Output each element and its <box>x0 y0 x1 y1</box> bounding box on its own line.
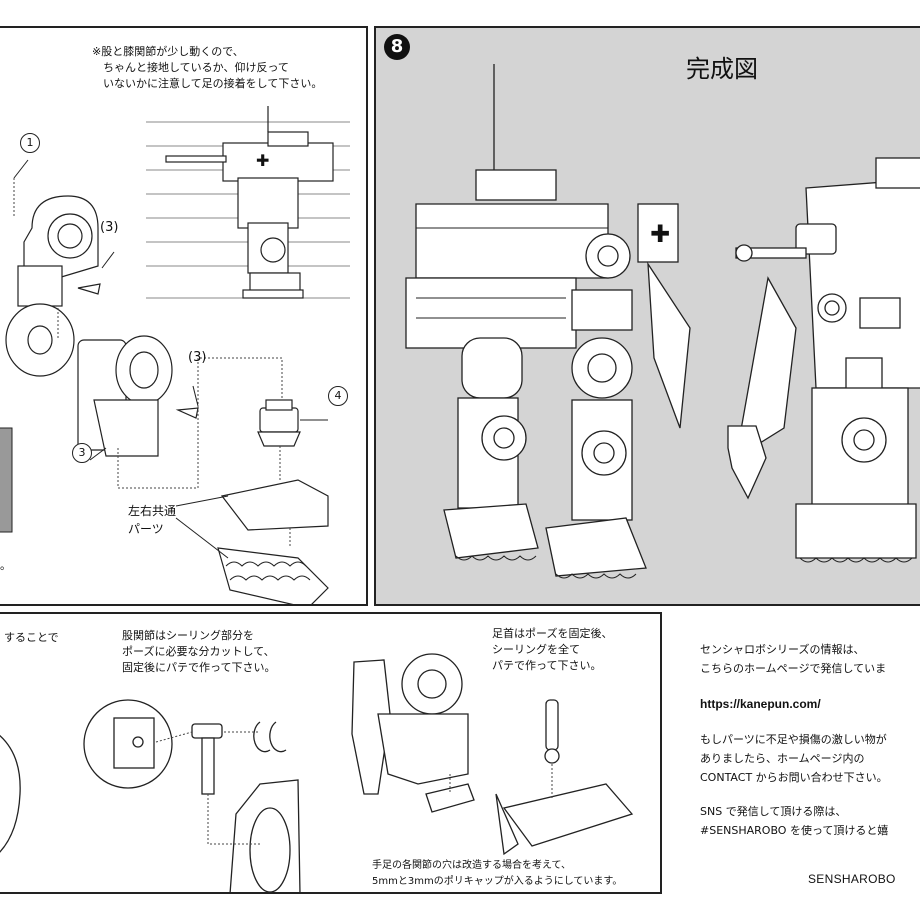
callout-part-3-pin-b: (3) <box>188 350 207 365</box>
bottom-left-fragment-text: することで <box>4 631 59 644</box>
svg-text:✚: ✚ <box>650 220 670 248</box>
series-info-text: センシャロボシリーズの情報は、 こちらのホームページで発信していま <box>700 643 887 675</box>
callout-part-3-pin-a: (3) <box>100 220 119 235</box>
callout-part-3: 3 <box>72 443 92 463</box>
joint-assembly-illustration <box>0 653 634 892</box>
leg-assembly-illustration: ✚ <box>0 106 350 604</box>
callout-part-4: 4 <box>328 386 348 406</box>
callout-part-1: 1 <box>20 133 40 153</box>
completed-title: 完成図 <box>686 55 758 83</box>
joint-note-text: ※股と膝関節が少し動くので、 ちゃんと接地しているか、仰け反って いないかに注意… <box>92 45 323 90</box>
sns-info-text: SNS で発信して頂ける際は、 #SENSHAROBO を使って頂けると嬉 <box>700 805 889 837</box>
assembly-panel-bottom: することで 股関節はシーリング部分を ポーズに必要な分カットして、 固定後にパテ… <box>0 612 662 894</box>
completed-figure-panel: 8 完成図 ✚ <box>374 26 920 606</box>
edge-text-fragment: 。 <box>0 559 11 572</box>
completed-robot-illustration: ✚ <box>405 64 920 579</box>
brand-name: SENSHAROBO <box>808 872 896 886</box>
polycap-note: 手足の各関節の穴は改造する場合を考えて、 5mmと3mmのポリキャップが入るよう… <box>372 860 623 887</box>
hip-joint-note: 股関節はシーリング部分を ポーズに必要な分カットして、 固定後にパテで作って下さ… <box>122 629 276 674</box>
shared-parts-label: 左右共通 パーツ <box>128 504 177 536</box>
assembly-panel-top-left: ✚ <box>0 26 368 606</box>
contact-info-text: もしパーツに不足や損傷の激しい物が ありましたら、ホームページ内の CONTAC… <box>700 733 888 784</box>
homepage-url-link[interactable]: https://kanepun.com/ <box>700 697 821 711</box>
svg-text:✚: ✚ <box>256 151 269 170</box>
step-number-badge: 8 <box>384 34 410 60</box>
ankle-joint-note: 足首はポーズを固定後、 シーリングを全て パテで作って下さい。 <box>492 627 613 672</box>
